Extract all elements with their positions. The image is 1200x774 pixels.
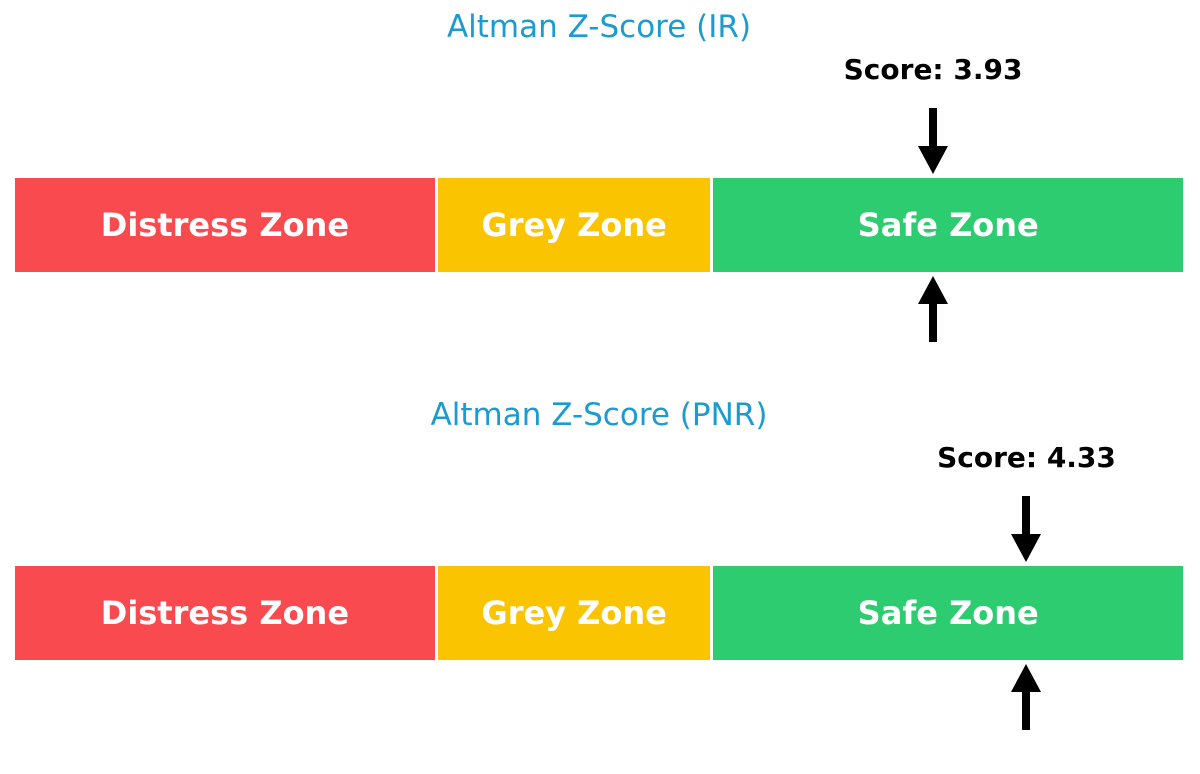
zone-grey: Grey Zone	[437, 178, 714, 272]
zone-safe: Safe Zone	[713, 178, 1183, 272]
zone-safe: Safe Zone	[713, 566, 1183, 660]
score-label: Score: 4.33	[937, 441, 1116, 474]
zone-label: Distress Zone	[100, 594, 350, 632]
zone-label: Safe Zone	[857, 594, 1039, 632]
zone-bar: Distress Zone Grey Zone Safe Zone	[15, 178, 1183, 272]
zone-label: Safe Zone	[857, 206, 1039, 244]
up-arrow-icon	[1011, 664, 1042, 730]
zscore-gauge-ir: Altman Z-Score (IR) Score: 3.93 Distress…	[15, 0, 1183, 344]
score-label: Score: 3.93	[843, 53, 1023, 86]
zone-bar: Distress Zone Grey Zone Safe Zone	[15, 566, 1183, 660]
zone-label: Grey Zone	[481, 206, 667, 244]
zone-label: Distress Zone	[100, 206, 350, 244]
chart-title: Altman Z-Score (PNR)	[430, 397, 768, 433]
down-arrow-icon	[1011, 496, 1042, 562]
down-arrow-icon	[918, 108, 949, 174]
zone-grey: Grey Zone	[437, 566, 714, 660]
zone-distress: Distress Zone	[15, 178, 438, 272]
up-arrow-icon	[918, 276, 949, 342]
chart-title: Altman Z-Score (IR)	[446, 9, 752, 45]
zscore-gauge-pnr: Altman Z-Score (PNR) Score: 4.33 Distres…	[15, 388, 1183, 732]
zone-distress: Distress Zone	[15, 566, 438, 660]
zone-label: Grey Zone	[481, 594, 667, 632]
